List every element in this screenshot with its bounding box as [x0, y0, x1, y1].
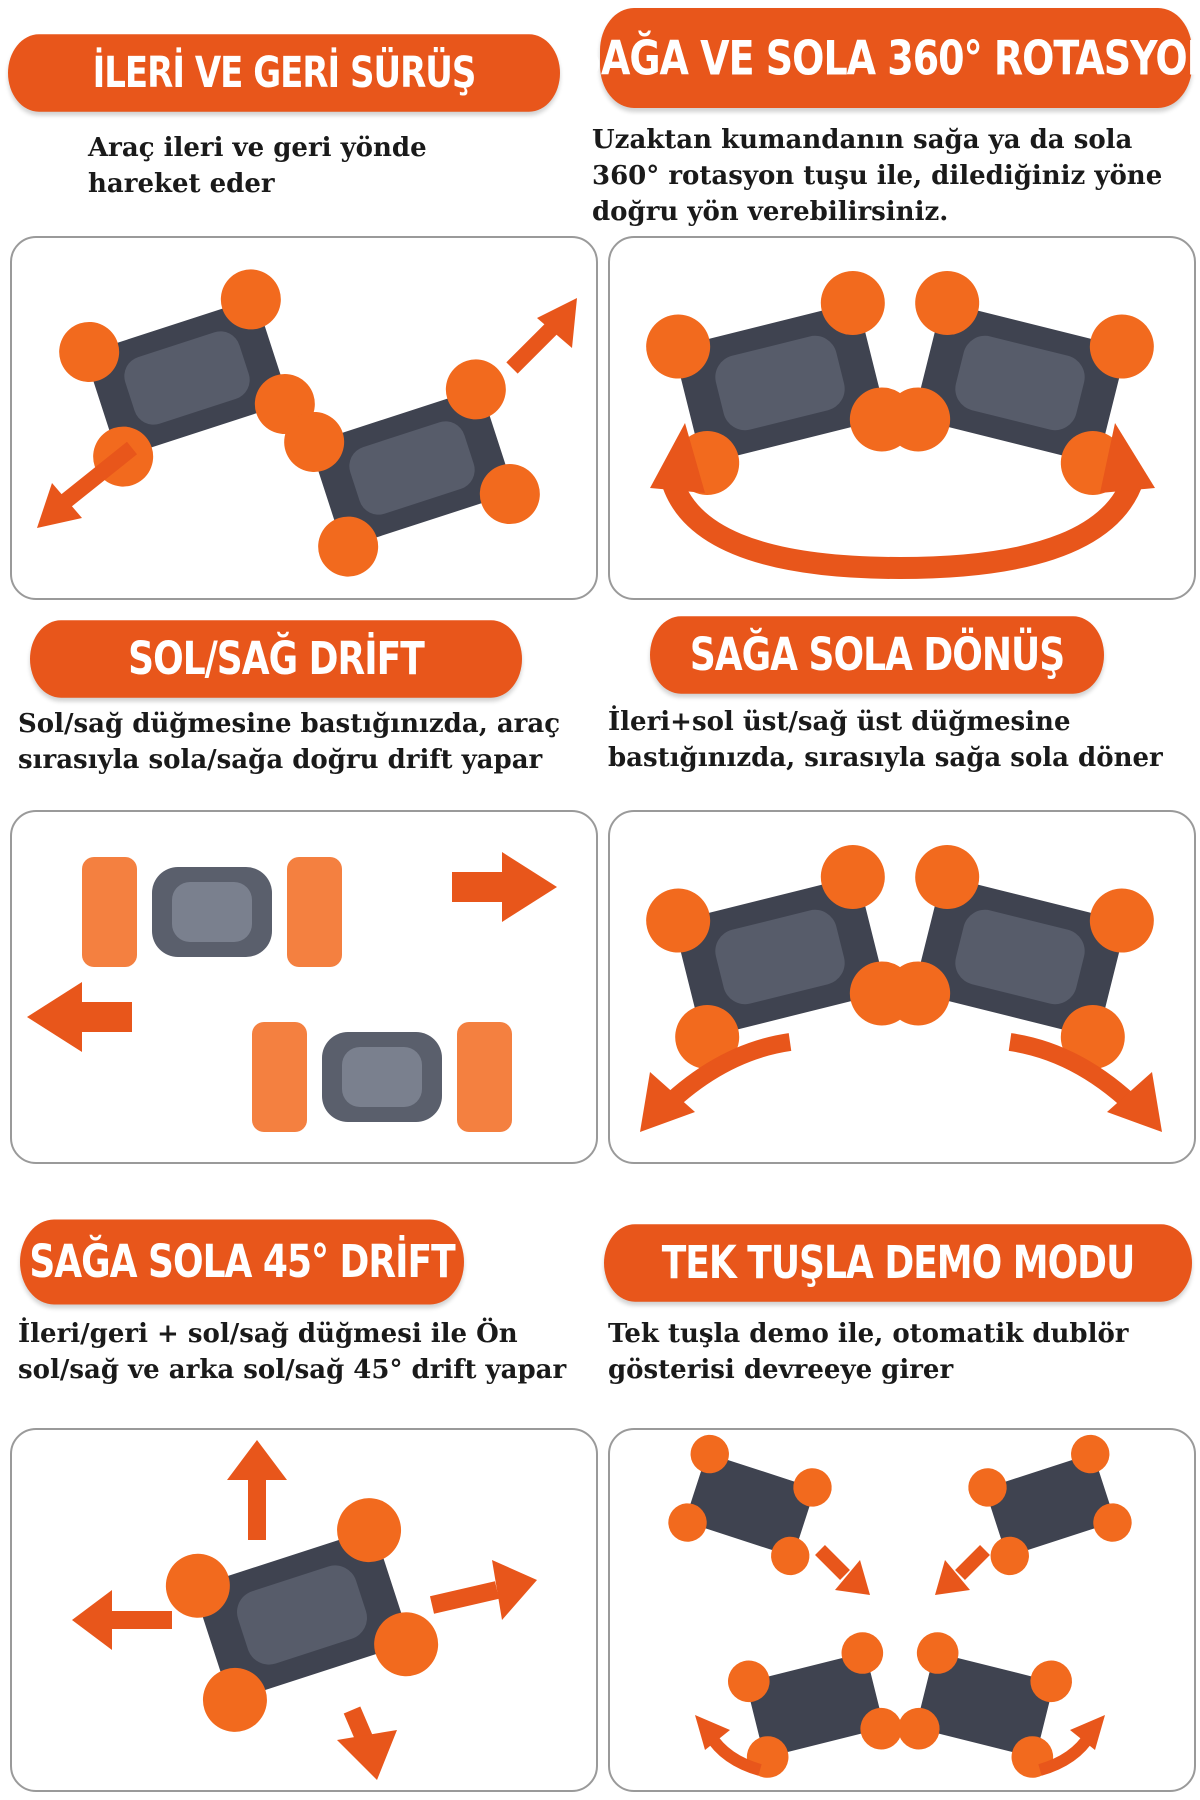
forward-backward-illustration-svg	[37, 269, 577, 577]
car-icon	[898, 1632, 1072, 1778]
360-rotation-illustration-svg	[646, 271, 1155, 580]
arrow-right-icon	[452, 852, 557, 922]
arrow-up-icon	[227, 1440, 287, 1540]
arrow-down-left-icon	[935, 1545, 990, 1595]
left-right-drift-illustration-svg	[27, 852, 557, 1132]
panel-title-left-right-drift: SOL/SAĞ DRİFT	[30, 620, 522, 698]
curved-arrow-left-icon	[695, 1715, 762, 1776]
car-icon	[165, 1498, 439, 1732]
car-icon	[252, 1022, 512, 1132]
panel-description-45-degree-drift: İleri/geri + sol/sağ düğmesi ile Ön sol/…	[18, 1319, 567, 1385]
arrow-right-icon	[429, 1560, 537, 1620]
car-icon	[968, 1434, 1132, 1576]
curved-arrow-left-icon	[640, 1033, 792, 1132]
car-icon	[728, 1632, 902, 1778]
panel-title-360-rotation: SAĞA VE SOLA 360° ROTASYON	[575, 8, 1200, 108]
illustration-forward-backward	[10, 236, 598, 600]
panel-title-text: SAĞA SOLA DÖNÜŞ	[689, 629, 1065, 681]
panel-title-45-degree-drift: SAĞA SOLA 45° DRİFT	[20, 1219, 464, 1305]
illustration-360-rotation	[608, 236, 1196, 600]
curved-arrow-right-icon	[1008, 1033, 1162, 1132]
illustration-left-right-turn	[608, 810, 1196, 1164]
rotation-arrow-icon	[650, 423, 1155, 580]
panel-description-left-right-turn: İleri+sol üst/sağ üst düğmesine bastığın…	[608, 707, 1163, 773]
arrow-down-left-icon	[37, 441, 137, 528]
car-icon	[646, 271, 914, 495]
illustration-one-key-demo	[608, 1428, 1196, 1792]
arrow-down-icon	[337, 1706, 397, 1780]
car-icon	[668, 1434, 832, 1576]
car-icon	[284, 359, 540, 577]
car-icon	[886, 845, 1154, 1069]
arrow-down-right-icon	[815, 1545, 870, 1595]
one-key-demo-illustration-svg	[668, 1434, 1132, 1778]
panel-title-one-key-demo: TEK TUŞLA DEMO MODU	[604, 1224, 1192, 1302]
panel-title-text: TEK TUŞLA DEMO MODU	[661, 1237, 1136, 1289]
panel-description-forward-backward: Araç ileri ve geri yönde hareket eder	[88, 133, 427, 199]
car-icon	[82, 857, 342, 967]
panel-description-360-rotation: Uzaktan kumandanın sağa ya da sola 360° …	[592, 125, 1163, 227]
arrow-left-icon	[27, 982, 132, 1052]
panel-title-text: SAĞA VE SOLA 360° ROTASYON	[574, 30, 1200, 86]
panel-title-left-right-turn: SAĞA SOLA DÖNÜŞ	[650, 616, 1104, 694]
arrow-up-right-icon	[506, 298, 577, 374]
panel-title-forward-backward: İLERİ VE GERİ SÜRÜŞ	[8, 34, 560, 112]
left-right-turn-illustration-svg	[640, 845, 1162, 1132]
illustration-left-right-drift	[10, 810, 598, 1164]
panel-title-text: İLERİ VE GERİ SÜRÜŞ	[92, 48, 477, 98]
45-degree-drift-illustration-svg	[72, 1440, 537, 1780]
car-icon	[886, 271, 1154, 495]
arrow-left-icon	[72, 1590, 172, 1650]
panel-title-text: SOL/SAĞ DRİFT	[128, 633, 425, 685]
panel-title-text: SAĞA SOLA 45° DRİFT	[29, 1236, 455, 1288]
curved-arrow-right-icon	[1038, 1715, 1105, 1776]
panel-description-left-right-drift: Sol/sağ düğmesine bastığınızda, araç sır…	[18, 709, 561, 775]
panel-description-one-key-demo: Tek tuşla demo ile, otomatik dublör göst…	[608, 1319, 1129, 1385]
illustration-45-degree-drift	[10, 1428, 598, 1792]
car-icon	[59, 269, 315, 487]
